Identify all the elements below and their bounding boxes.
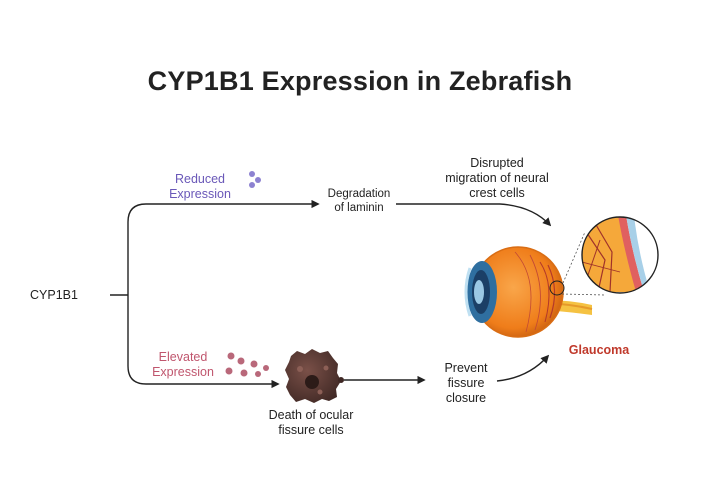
magnified-tissue-icon	[581, 216, 659, 294]
elevated-particles-icon	[225, 352, 269, 377]
disrupted-migration-label: Disrupted migration of neural crest cell…	[445, 156, 549, 200]
death-cells-label: Death of ocular fissure cells	[268, 408, 354, 437]
elevated-expression-label: Elevated Expression	[152, 350, 214, 379]
gene-branch-connector	[110, 199, 320, 389]
degradation-label: Degradation of laminin	[327, 188, 391, 214]
diagram-title: CYP1B1 Expression in Zebrafish	[147, 66, 573, 96]
gene-label: CYP1B1	[30, 288, 78, 302]
dying-cell-icon	[285, 349, 344, 403]
glaucoma-label: Glaucoma	[568, 343, 630, 357]
eye-illustration-icon	[464, 231, 606, 338]
reduced-dots-icon	[249, 171, 261, 188]
arrow-to-eye-upper	[499, 203, 552, 227]
arrow-prevent-to-glaucoma	[496, 354, 550, 382]
reduced-expression-label: Reduced Expression	[169, 172, 231, 201]
prevent-closure-label: Prevent fissure closure	[444, 361, 488, 405]
